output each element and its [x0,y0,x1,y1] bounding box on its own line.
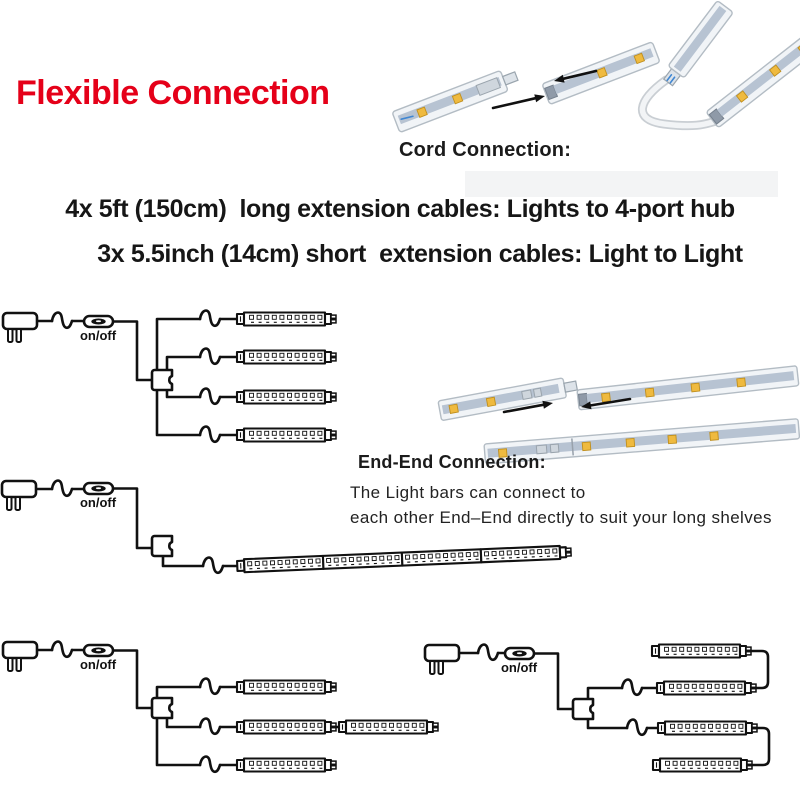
coil-cable-icon [201,556,225,575]
light-bar-icon [237,721,336,734]
arrow-left-icon [589,397,632,407]
light-bar-icon [652,645,751,658]
end-end-body-line2: each other End–End directly to suit your… [350,508,772,527]
link-cord-icon [750,726,771,767]
coil-cable-icon [198,347,222,366]
onoff-label: on/off [79,495,117,510]
flex-cord-core-icon [639,77,719,129]
onoff-label: on/off [79,328,117,343]
light-bar-photo [392,70,519,133]
diagram-hub-long-bar [0,479,572,575]
light-bar-icon [237,681,336,694]
light-bar-photo [437,377,579,421]
diagram-hub-3-branches [1,640,438,774]
joined-light-bar-photo [483,418,800,465]
light-bar-photo [706,35,800,128]
cord-connection-photo [392,1,800,133]
light-bar-icon [237,759,336,772]
photo-shadow-band [465,171,778,197]
light-bar-icon [657,682,756,695]
onoff-switch-icon [82,643,115,658]
light-bar-icon [237,351,336,364]
arrow-right-head-icon [542,400,553,409]
light-bar-icon [339,721,438,734]
spec-line-short-cables: 3x 5.5inch (14cm) short extension cables… [97,240,743,268]
light-bar-photo [576,365,800,411]
arrow-right-icon [491,97,537,110]
coil-cable-icon [50,640,74,659]
light-bar-icon [653,759,752,772]
coil-cable-icon [198,309,222,328]
coil-cable-icon [198,677,222,696]
onoff-switch-icon [82,314,115,329]
end-end-connection-photo [437,365,800,465]
power-plug-icon [423,643,461,676]
cord-connection-heading: Cord Connection: [399,139,572,161]
diagram-hub-4-bars [1,309,336,444]
arrow-left-head-icon [554,74,565,83]
four-port-hub-icon [150,696,174,720]
light-bar-icon [237,391,336,404]
coil-cable-icon [198,425,222,444]
coil-cable-icon [198,387,222,406]
onoff-switch-icon [82,481,115,496]
coil-cable-icon [50,479,74,498]
arrow-right-head-icon [534,94,545,103]
four-port-hub-icon [150,534,174,558]
end-end-body-line1: The Light bars can connect to [350,483,586,502]
arrow-right-icon [502,403,545,414]
onoff-label: on/off [79,657,117,672]
light-bar-photo [542,41,660,105]
arrow-left-icon [562,69,598,80]
light-bar-icon [658,722,757,735]
long-light-bar-icon [236,546,572,573]
onoff-switch-icon [503,646,536,661]
coil-cable-icon [198,755,222,774]
onoff-label: on/off [500,660,538,675]
four-port-hub-icon [150,368,174,392]
coil-cable-icon [620,678,644,697]
light-bar-icon [237,313,336,326]
four-port-hub-icon [571,697,595,721]
page-title: Flexible Connection [16,74,330,112]
power-plug-icon [0,479,38,512]
light-bar-photo [662,1,733,87]
arrow-left-head-icon [581,401,592,410]
coil-cable-icon [50,311,74,330]
diagram-hub-paired-bars [423,643,771,772]
coil-cable-icon [476,643,500,662]
link-cord-icon [749,649,770,690]
end-end-heading: End-End Connection: [358,452,546,472]
coil-cable-icon [198,717,222,736]
power-plug-icon [1,640,39,673]
spec-line-long-cables: 4x 5ft (150cm) long extension cables: Li… [65,195,735,223]
light-bar-icon [237,429,336,442]
power-plug-icon [1,311,39,344]
coil-cable-icon [625,718,649,737]
